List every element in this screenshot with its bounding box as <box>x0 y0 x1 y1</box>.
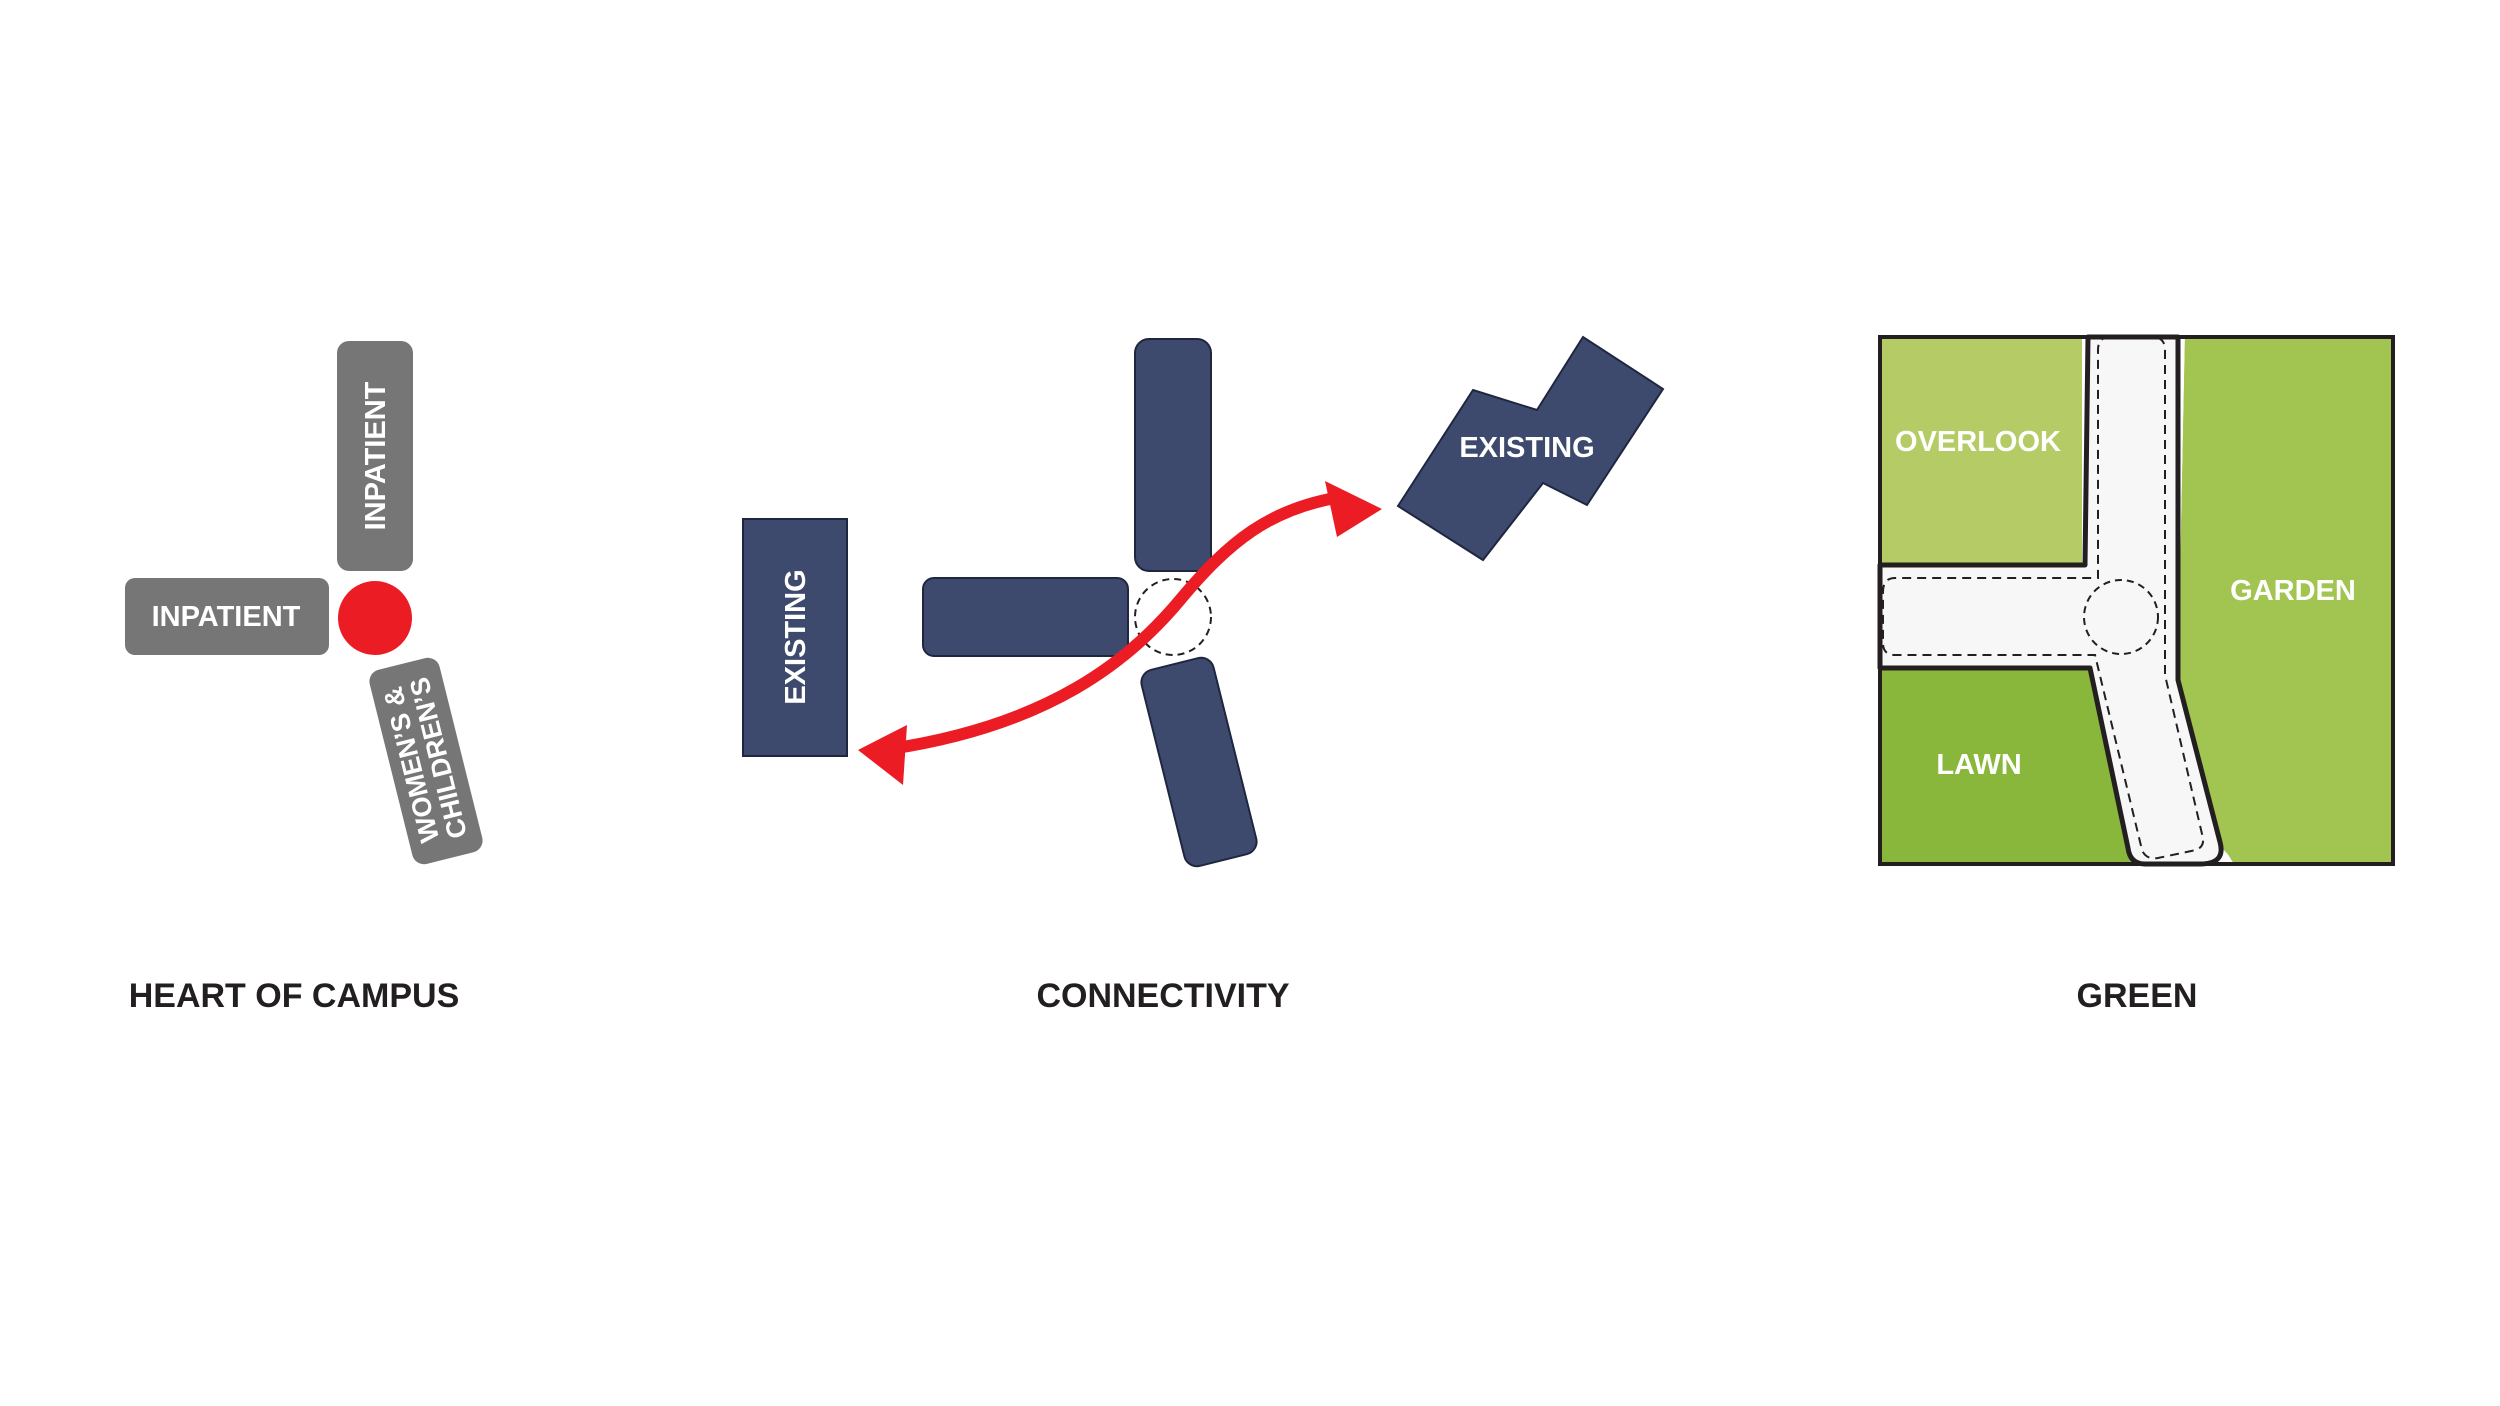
connectivity-caption: CONNECTIVITY <box>1036 977 1289 1015</box>
arrow-head-left <box>858 725 907 785</box>
campus-heart-circle <box>338 581 412 655</box>
overlook-zone <box>1880 337 2082 565</box>
green-caption: GREEN <box>2077 977 2198 1015</box>
overlook-label: OVERLOOK <box>1895 426 2061 458</box>
garden-label: GARDEN <box>2230 575 2356 607</box>
heart-of-campus-diagram: INPATIENT INPATIENT WOMEN’S & CHILDREN’S… <box>125 341 483 1015</box>
wing-bottom <box>1140 656 1258 868</box>
inpatient-left-label: INPATIENT <box>152 601 301 633</box>
lawn-zone <box>1880 668 2135 864</box>
inpatient-block-top <box>337 341 413 571</box>
green-hub-circle <box>2083 579 2159 655</box>
womens-childrens-block: WOMEN’S & CHILDREN’S <box>369 657 483 865</box>
garden-zone-fill <box>2178 337 2393 864</box>
lawn-label: LAWN <box>1936 749 2021 781</box>
wing-left <box>922 577 1129 657</box>
existing-right-label: EXISTING <box>1459 432 1594 464</box>
connectivity-hub-circle <box>1134 578 1212 656</box>
green-path-dashed <box>1882 336 2205 860</box>
connection-arrow-curve <box>884 492 1341 755</box>
inpatient-top-label: INPATIENT <box>360 381 392 530</box>
green-diagram: OVERLOOK GARDEN LAWN GREEN <box>1640 334 2395 1015</box>
heart-of-campus-caption: HEART OF CAMPUS <box>129 977 460 1015</box>
green-frame <box>1878 335 2395 866</box>
wing-top <box>1134 338 1212 572</box>
arrow-head-right <box>1325 481 1382 537</box>
connectivity-diagram: EXISTING EXISTING CONNECTIVITY <box>742 335 1665 1015</box>
existing-building-left <box>742 518 848 757</box>
inpatient-block-left <box>125 578 329 655</box>
existing-left-label: EXISTING <box>780 569 812 704</box>
existing-building-right <box>1396 335 1665 562</box>
